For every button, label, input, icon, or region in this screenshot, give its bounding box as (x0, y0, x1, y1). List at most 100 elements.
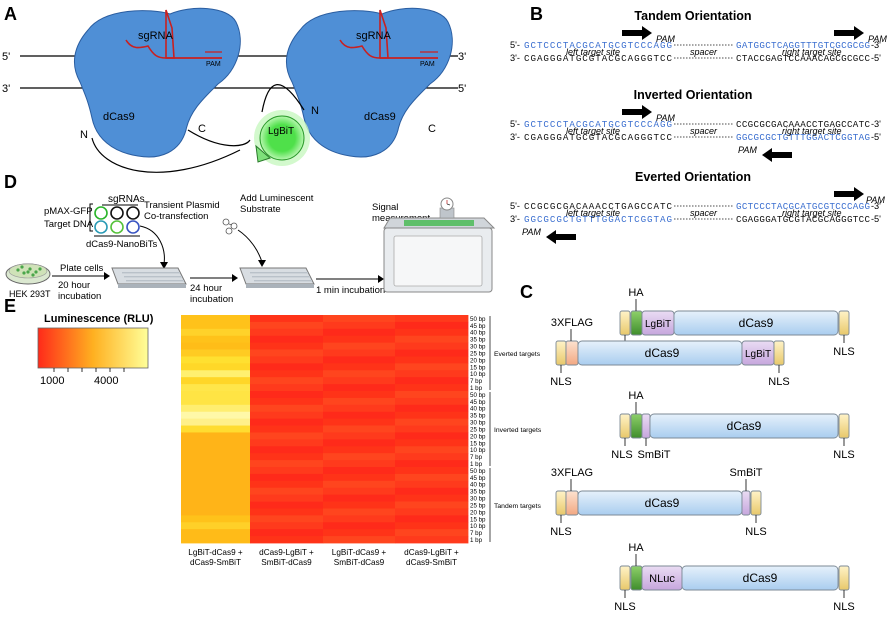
pam-label: PAM (866, 195, 885, 205)
heatmap-cell (323, 349, 396, 357)
heatmap-cell (323, 460, 396, 468)
heatmap-cell (181, 432, 251, 440)
nls-segment (619, 310, 631, 336)
suffix: -3' (871, 119, 881, 129)
heatmap-cell (323, 335, 396, 344)
heatmap-cell (250, 460, 324, 468)
nls-segment (619, 565, 631, 591)
panel-a-label: A (4, 4, 17, 24)
row-label: 10 bp (470, 371, 486, 378)
flag-label: 3XFLAG (551, 467, 593, 479)
heatmap-cell (323, 508, 396, 516)
row-label: 7 bp (470, 530, 483, 537)
heatmap-cell (181, 315, 251, 323)
dcas9-right (285, 7, 453, 158)
orientation-everted: Everted Orientation5'-3'-CCGCGCGACAAACCT… (510, 170, 885, 244)
heatmap-cell (181, 384, 251, 392)
ha-label: HA (628, 390, 644, 402)
three-prime-left: 3' (2, 83, 10, 95)
heatmap-cell (323, 536, 396, 544)
row-label: 25 bp (470, 502, 486, 509)
dcas9-label: dCas9 (727, 419, 762, 433)
seq-top-left: GCTCCCTACGCATGCGTCCCAGG (524, 119, 672, 130)
heatmap-cell (323, 487, 396, 496)
n-terminus-right: N (311, 105, 319, 117)
row-label: 30 bp (470, 344, 486, 351)
heatmap (181, 315, 469, 544)
pam-left-label: PAM (206, 61, 221, 68)
column-label: dCas9-SmBiT (190, 558, 241, 567)
row-label: 1 bp (470, 537, 483, 544)
nls-segment (555, 340, 567, 366)
flag-label: 3XFLAG (551, 317, 593, 329)
heatmap-cell (181, 508, 251, 516)
pmax-label: pMAX-GFP (44, 206, 93, 217)
right-site-label: right target site (782, 126, 842, 136)
heatmap-cell (395, 363, 469, 371)
c-terminus-left: C (198, 123, 206, 135)
row-label: 40 bp (470, 406, 486, 413)
heatmap-cell (395, 391, 469, 399)
heatmap-cell (323, 342, 396, 350)
lgbit-label: LgBiT (745, 349, 771, 360)
seq-top-right: GCTCCCTACGCATGCGTCCCAGG (736, 201, 870, 212)
heatmap-cell (323, 501, 396, 509)
suffix: -3' (871, 40, 881, 50)
heatmap-cell (250, 501, 324, 509)
dcas9-right-label: dCas9 (364, 111, 396, 123)
heatmap-cell (181, 446, 251, 454)
heatmap-cell (323, 432, 396, 440)
column-label: dCas9-SmBiT (406, 558, 457, 567)
heatmap-cell (250, 529, 324, 537)
row-label: 40 bp (470, 482, 486, 489)
heatmap-cell (395, 349, 469, 357)
row-label: 45 bp (470, 323, 486, 330)
heatmap-cell (395, 529, 469, 537)
seq-bottom-left: GGCGCGCTGTTTGGACTCGGTAG (524, 214, 672, 225)
heatmap-cell (395, 370, 469, 378)
well-plate-1 (111, 267, 187, 288)
row-label: 20 bp (470, 509, 486, 516)
ha-segment (630, 310, 643, 336)
heatmap-cell (181, 342, 251, 350)
heatmap-cell (323, 467, 396, 475)
dcas9-label: dCas9 (645, 346, 680, 360)
heatmap-cell (395, 342, 469, 350)
row-label: 15 bp (470, 516, 486, 523)
row-label: 45 bp (470, 399, 486, 406)
heatmap-cell (250, 446, 324, 454)
nls-label: NLS (768, 376, 789, 388)
dcas9-segment (649, 413, 839, 439)
heatmap-cell (323, 321, 396, 330)
flag-segment (565, 340, 579, 366)
heatmap-cell (395, 397, 469, 406)
heatmap-cell (181, 494, 251, 502)
seq-bottom-left: CGAGGGATGCGTACGCAGGGTCC (524, 53, 672, 64)
prefix: 5'- (510, 119, 520, 129)
n-terminus-left: N (80, 129, 88, 141)
heatmap-cell (250, 349, 324, 357)
heatmap-cell (323, 328, 396, 337)
panel-e-label: E (4, 296, 16, 316)
nls-label: NLS (745, 526, 766, 538)
group-label: Everted targets (494, 351, 541, 358)
heatmap-cell (395, 473, 469, 482)
legend-tick-1000: 1000 (40, 375, 64, 387)
row-label: 30 bp (470, 420, 486, 427)
heatmap-cell (250, 515, 324, 523)
suffix: -5' (871, 214, 881, 224)
row-label: 7 bp (470, 378, 483, 385)
heatmap-cell (250, 342, 324, 350)
heatmap-cell (250, 439, 324, 447)
smbit-label: SmBiT (730, 467, 763, 479)
heatmap-cell (395, 536, 469, 544)
orientation-tandem: Tandem Orientation5'-3'-GCTCCCTACGCATGCG… (510, 9, 887, 64)
heatmap-cell (250, 467, 324, 475)
heatmap-cell (250, 335, 324, 344)
pam-label: PAM (868, 34, 887, 44)
ha-label: HA (628, 287, 644, 299)
pam-arrow-right (834, 187, 864, 201)
heatmap-cell (181, 321, 251, 330)
c-terminus-right: C (428, 123, 436, 135)
